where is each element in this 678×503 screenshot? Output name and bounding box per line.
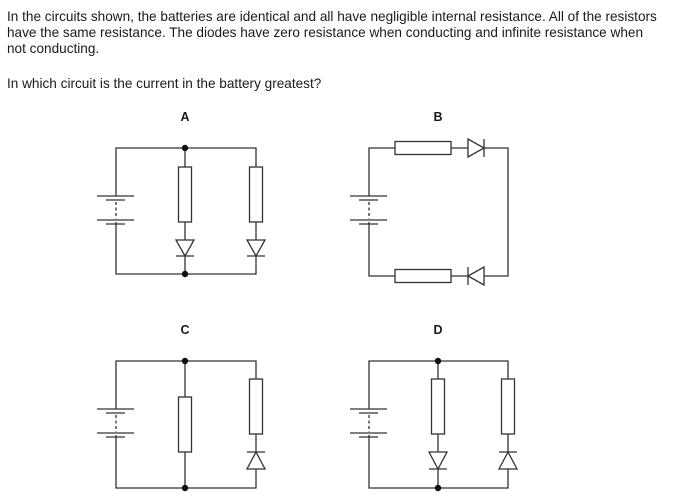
wire [368, 222, 395, 277]
junction-dot [181, 484, 189, 492]
diode-up-icon [497, 450, 519, 470]
resistor-icon [248, 166, 264, 223]
wire [368, 147, 395, 196]
resistor-icon [394, 268, 452, 284]
circuit-a [97, 144, 267, 278]
resistor-icon [500, 378, 516, 435]
circuit-label-a: A [180, 110, 190, 124]
resistor-icon [394, 140, 452, 156]
diode-down-icon [174, 239, 196, 258]
question-prompt: In which circuit is the current in the b… [7, 76, 322, 91]
battery-icon [350, 408, 387, 438]
wire [484, 147, 509, 277]
question-intro: In the circuits shown, the batteries are… [7, 9, 657, 56]
circuit-d [350, 357, 519, 492]
junction-dot [181, 270, 189, 278]
resistor-icon [177, 396, 193, 453]
circuit-c [97, 357, 267, 492]
circuit-label-c: C [180, 323, 190, 337]
battery-icon [97, 408, 134, 438]
junction-dot [434, 357, 442, 365]
circuit-label-b: B [433, 110, 443, 124]
resistor-icon [430, 378, 446, 435]
diode-down-icon [427, 451, 449, 471]
battery-icon [350, 195, 387, 225]
diode-left-icon [466, 265, 485, 287]
diode-down-icon [245, 239, 267, 258]
battery-icon [97, 195, 134, 225]
junction-dot [181, 144, 189, 152]
circuit-b [350, 137, 509, 287]
junction-dot [434, 484, 442, 492]
resistor-icon [177, 166, 193, 223]
diode-right-icon [467, 137, 486, 159]
resistor-icon [248, 378, 264, 435]
circuit-label-d: D [433, 323, 443, 337]
junction-dot [181, 357, 189, 365]
diode-up-icon [245, 450, 267, 470]
